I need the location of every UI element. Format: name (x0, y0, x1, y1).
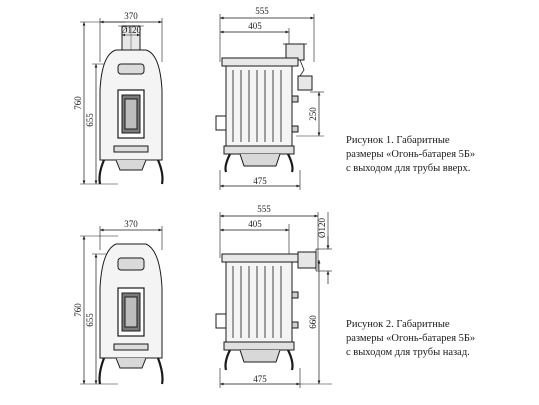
fig2-side-total-width-label: 555 (257, 204, 271, 214)
fig2-front-total-height-label: 760 (73, 303, 83, 317)
figure-1-caption: Рисунок 1. Габаритные размеры «Огонь-бат… (346, 134, 536, 176)
figure-2-caption-line-1: Рисунок 2. Габаритные (346, 319, 450, 330)
fig1-side-view (215, 14, 315, 190)
fig2-side-dimensions: 555 405 475 Ø120 660 (220, 204, 332, 386)
fig2-side-pipe-label: Ø120 (317, 218, 327, 238)
fig1-front-body-height-label: 655 (85, 113, 95, 127)
fig2-front-view (80, 226, 164, 385)
fig2-front-dimensions: 370 760 655 (73, 219, 162, 384)
fig1-front-pipe-label: Ø120 (121, 25, 141, 35)
fig1-front-total-height-label: 760 (73, 96, 83, 110)
figure-1-caption-line-3: с выходом для трубы вверх. (346, 163, 471, 174)
fig2-side-view (215, 212, 319, 388)
figure-2-caption: Рисунок 2. Габаритные размеры «Огонь-бат… (346, 318, 536, 360)
fig2-side-top-width-label: 405 (248, 219, 262, 229)
fig1-side-top-width-label: 405 (248, 21, 262, 31)
fig1-side-outlet-height-label: 250 (308, 107, 318, 121)
figure-1-caption-line-2: размеры «Огонь-батарея 5Б» (346, 149, 476, 160)
fig1-side-total-width-label: 555 (255, 6, 269, 16)
fig2-side-outlet-height-label: 660 (308, 315, 318, 329)
figure-2-caption-line-2: размеры «Огонь-батарея 5Б» (346, 333, 476, 344)
fig1-side-dimensions: 555 405 475 250 (220, 6, 324, 188)
fig1-front-view (80, 18, 164, 185)
fig2-side-base-width-label: 475 (253, 374, 267, 384)
fig1-front-width-label: 370 (124, 11, 138, 21)
fig1-front-dimensions: 370 Ø120 760 655 (73, 11, 162, 184)
fig1-side-base-width-label: 475 (253, 176, 267, 186)
fig2-front-body-height-label: 655 (85, 313, 95, 327)
figure-2-caption-line-3: с выходом для трубы назад. (346, 347, 470, 358)
figure-1-caption-line-1: Рисунок 1. Габаритные (346, 135, 450, 146)
fig2-front-width-label: 370 (124, 219, 138, 229)
